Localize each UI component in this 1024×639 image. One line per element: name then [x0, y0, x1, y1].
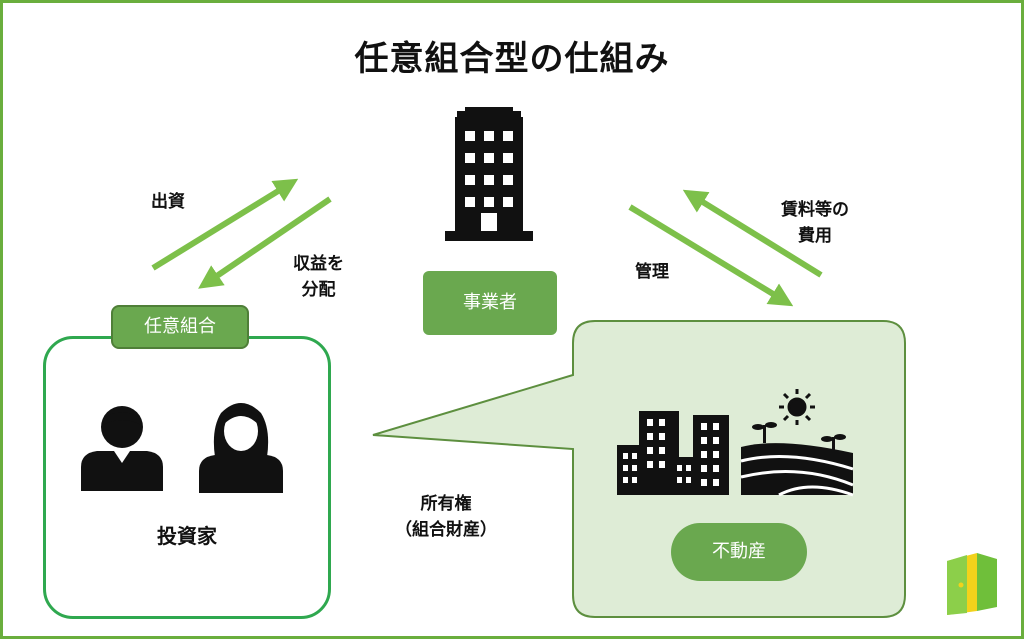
investors-label: 投資家 [157, 524, 217, 548]
label-rent-costs: 賃料等の 費用 [781, 200, 849, 246]
arrow-capital [151, 178, 299, 271]
operator-node: 事業者 [423, 271, 557, 335]
page-title: 任意組合型の仕組み [354, 39, 670, 79]
office-building-icon [445, 107, 533, 241]
man-icon [81, 406, 163, 491]
label-ownership: 所有権 （組合財産） [395, 494, 497, 540]
woman-icon [199, 403, 283, 493]
arrow-rent [682, 189, 823, 278]
farmland-icon [740, 389, 854, 497]
label-profit-distribution: 収益を 分配 [293, 254, 344, 300]
city-buildings-icon [617, 411, 729, 495]
label-capital: 出資 [151, 192, 185, 212]
door-logo-icon [947, 553, 997, 615]
real-estate-node: 不動産 [671, 523, 807, 581]
label-management: 管理 [635, 262, 669, 282]
arrow-management [628, 204, 794, 307]
arrow-profit [198, 196, 332, 289]
union-node: 任意組合 [111, 305, 249, 349]
